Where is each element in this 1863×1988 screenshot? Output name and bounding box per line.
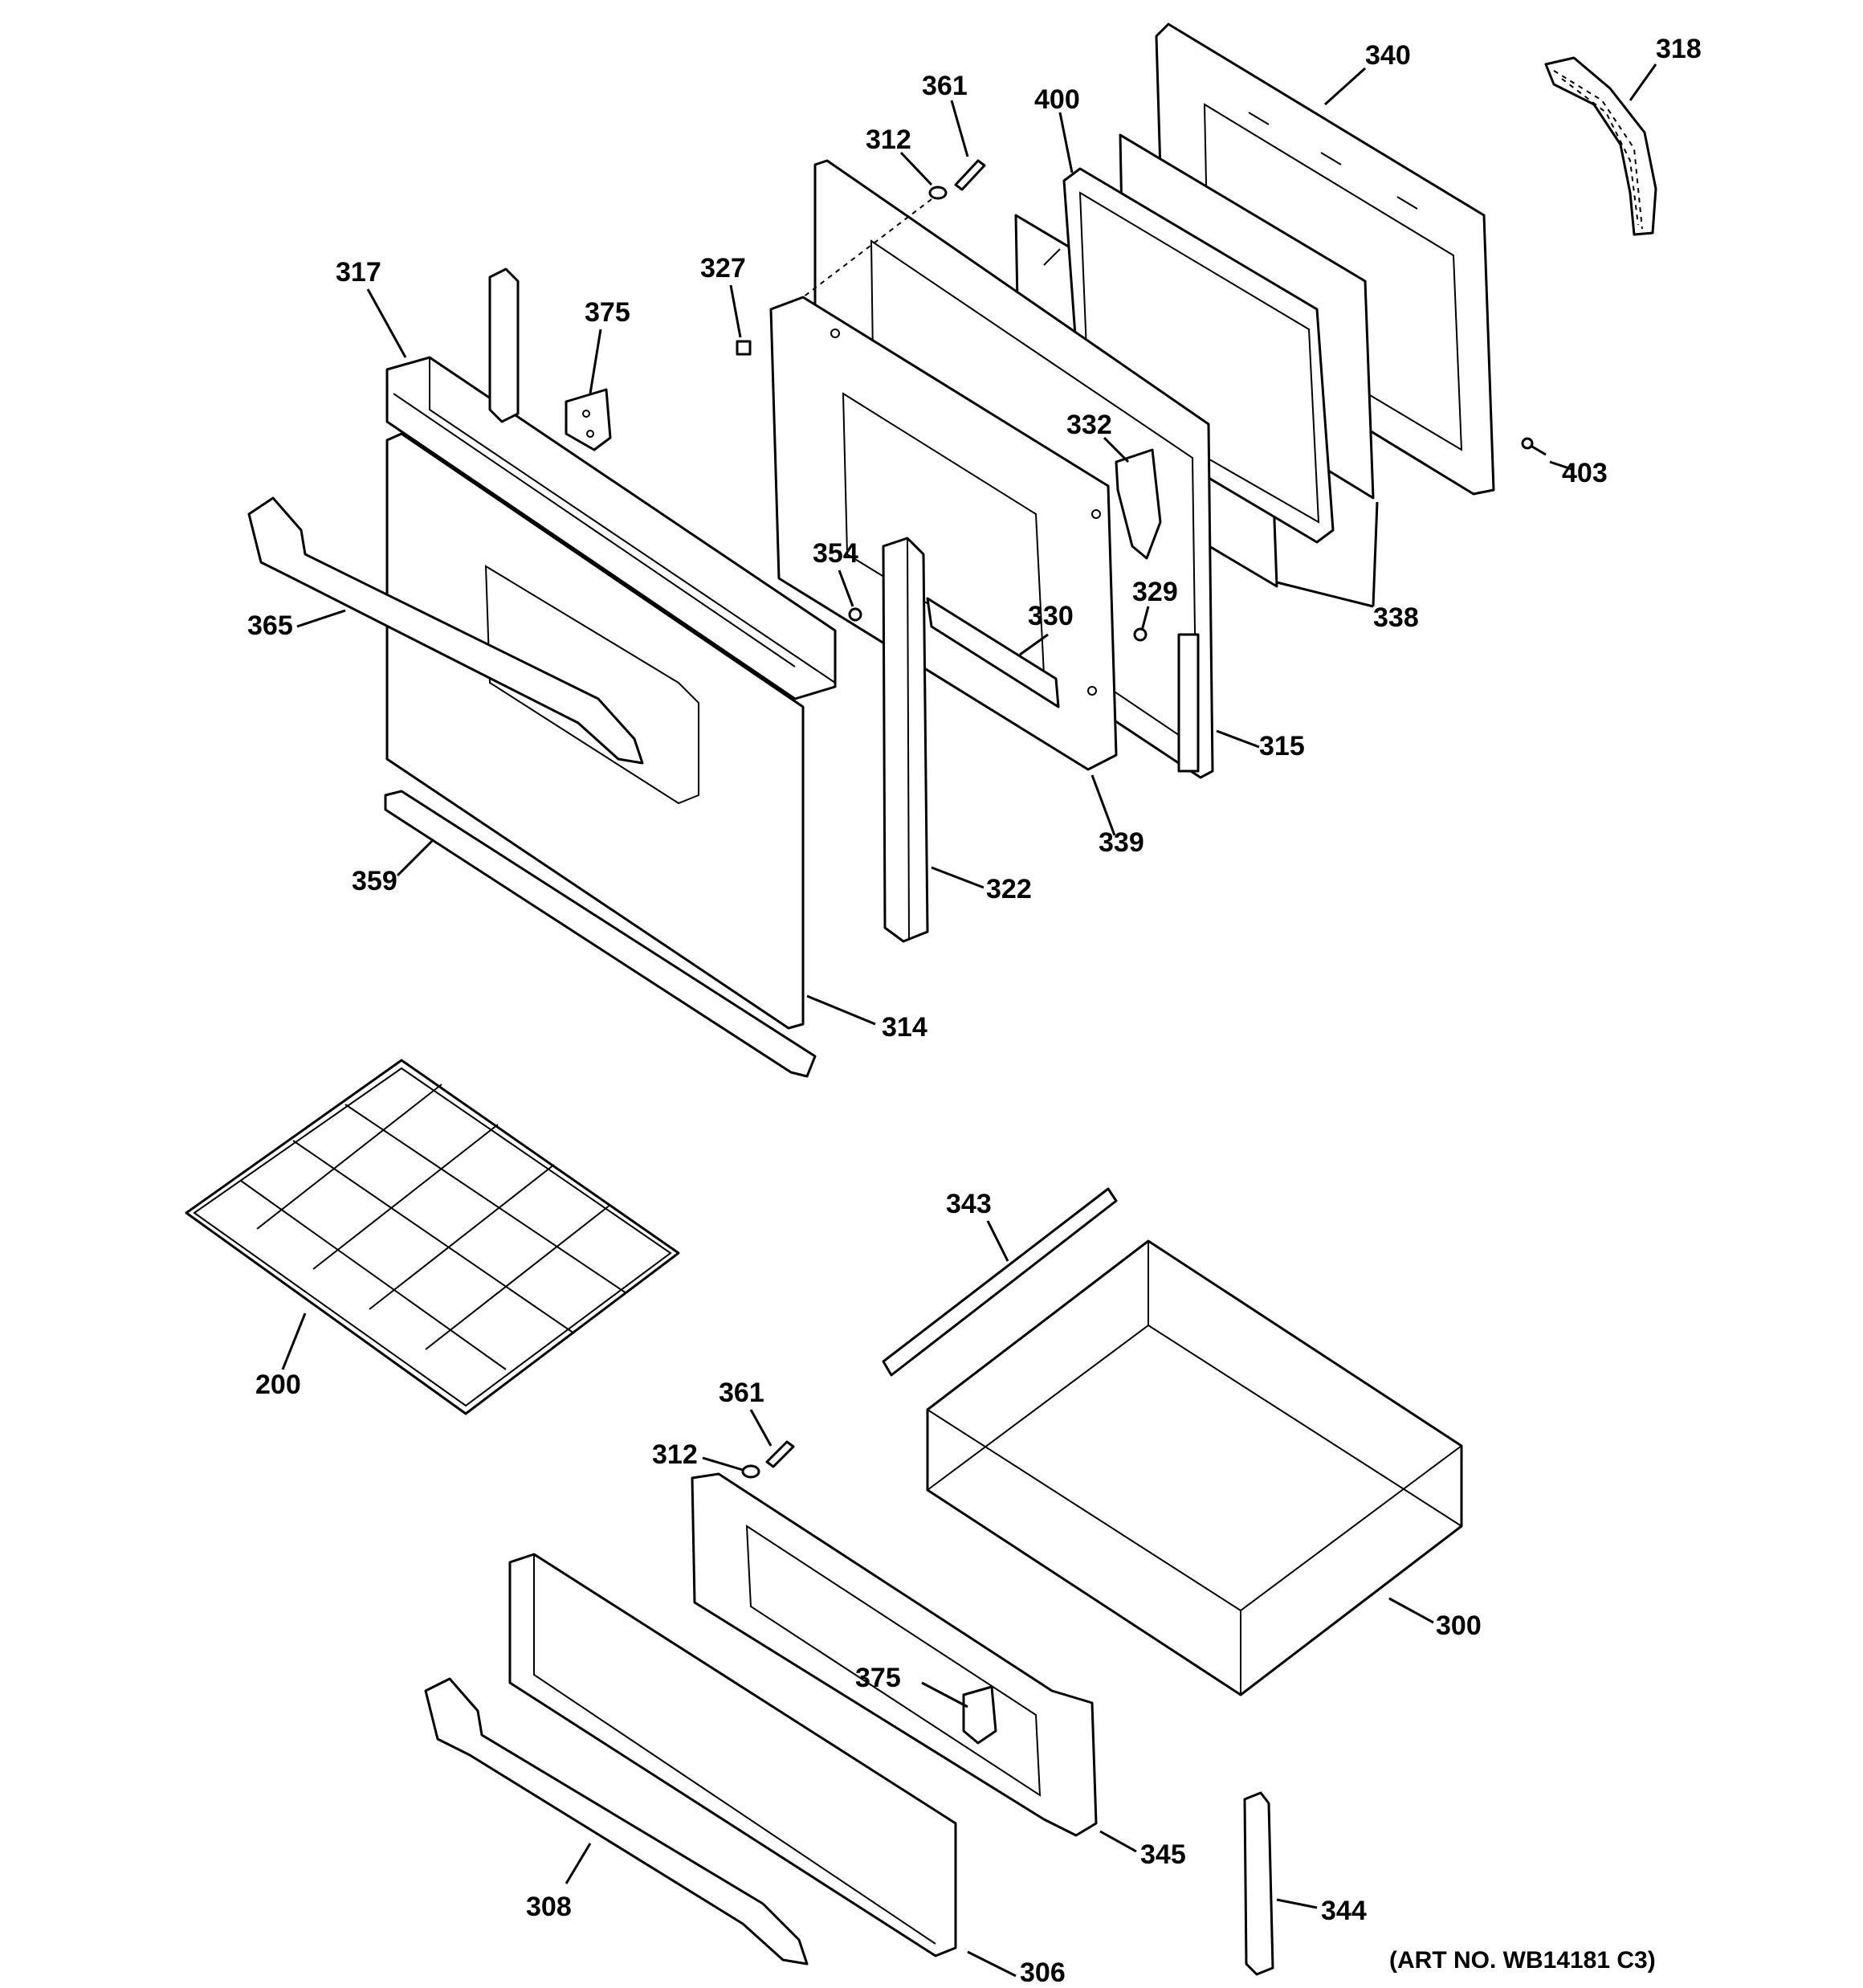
callout-312-lower: 312 [652, 1439, 698, 1470]
part-329-screw [1133, 627, 1148, 642]
callout-306: 306 [1020, 1957, 1066, 1988]
callout-343: 343 [946, 1189, 992, 1219]
part-345-drawer-front-frame [691, 1472, 1098, 1837]
part-327-clip [736, 340, 752, 356]
callout-329: 329 [1132, 577, 1178, 607]
callout-339: 339 [1099, 827, 1144, 858]
leader-lines [281, 63, 1657, 1978]
callout-361-lower: 361 [719, 1378, 764, 1408]
part-344-drawer-slide [1243, 1791, 1274, 1976]
part-359-bottom-trim [384, 790, 817, 1078]
callout-359: 359 [352, 866, 397, 896]
callout-365: 365 [247, 610, 293, 641]
callout-340: 340 [1365, 40, 1411, 71]
callout-330: 330 [1028, 601, 1074, 631]
callout-338: 338 [1373, 602, 1419, 633]
callout-317: 317 [336, 257, 381, 288]
callout-375-lower: 375 [855, 1663, 901, 1693]
callout-315: 315 [1259, 731, 1305, 761]
callout-318: 318 [1656, 34, 1702, 64]
part-322-vent-duct [882, 537, 929, 943]
callout-322: 322 [986, 874, 1032, 904]
part-375-bracket-lower [962, 1685, 997, 1745]
part-330-trim [926, 597, 1060, 708]
callout-332: 332 [1066, 410, 1112, 440]
callout-400: 400 [1034, 84, 1080, 115]
part-312-361-fasteners-upper [802, 159, 986, 298]
callout-labels: 318 340 361 400 312 327 317 375 332 403 … [247, 34, 1702, 1988]
part-332-bracket [1115, 448, 1162, 560]
callout-361-upper: 361 [922, 71, 968, 101]
callout-375-upper: 375 [585, 297, 630, 328]
callout-312-upper: 312 [866, 125, 911, 155]
part-375-bracket-upper [565, 388, 612, 451]
callout-345: 345 [1140, 1839, 1186, 1870]
part-317-top-trim [385, 356, 837, 700]
part-354-screw [848, 607, 862, 622]
part-403-screw [1521, 437, 1547, 456]
callout-344: 344 [1321, 1896, 1367, 1926]
callout-314: 314 [882, 1012, 927, 1043]
part-365-handle [247, 496, 644, 765]
part-308-drawer-handle [424, 1677, 809, 1966]
callout-327: 327 [700, 253, 746, 284]
part-200-oven-rack [185, 1059, 680, 1415]
part-300-drawer-box [926, 1239, 1463, 1696]
callout-308: 308 [526, 1892, 572, 1922]
part-312-361-fasteners-lower [741, 1440, 795, 1479]
part-343-drawer-rail [882, 1187, 1118, 1377]
callout-354: 354 [813, 538, 858, 569]
callout-403: 403 [1562, 458, 1608, 488]
callout-200: 200 [255, 1370, 301, 1400]
part-306-drawer-front [508, 1553, 957, 1957]
part-door-side-strip [488, 267, 520, 423]
art-number: (ART NO. WB14181 C3) [1389, 1947, 1656, 1974]
callout-300: 300 [1436, 1610, 1482, 1641]
part-318-gasket [1544, 56, 1657, 236]
